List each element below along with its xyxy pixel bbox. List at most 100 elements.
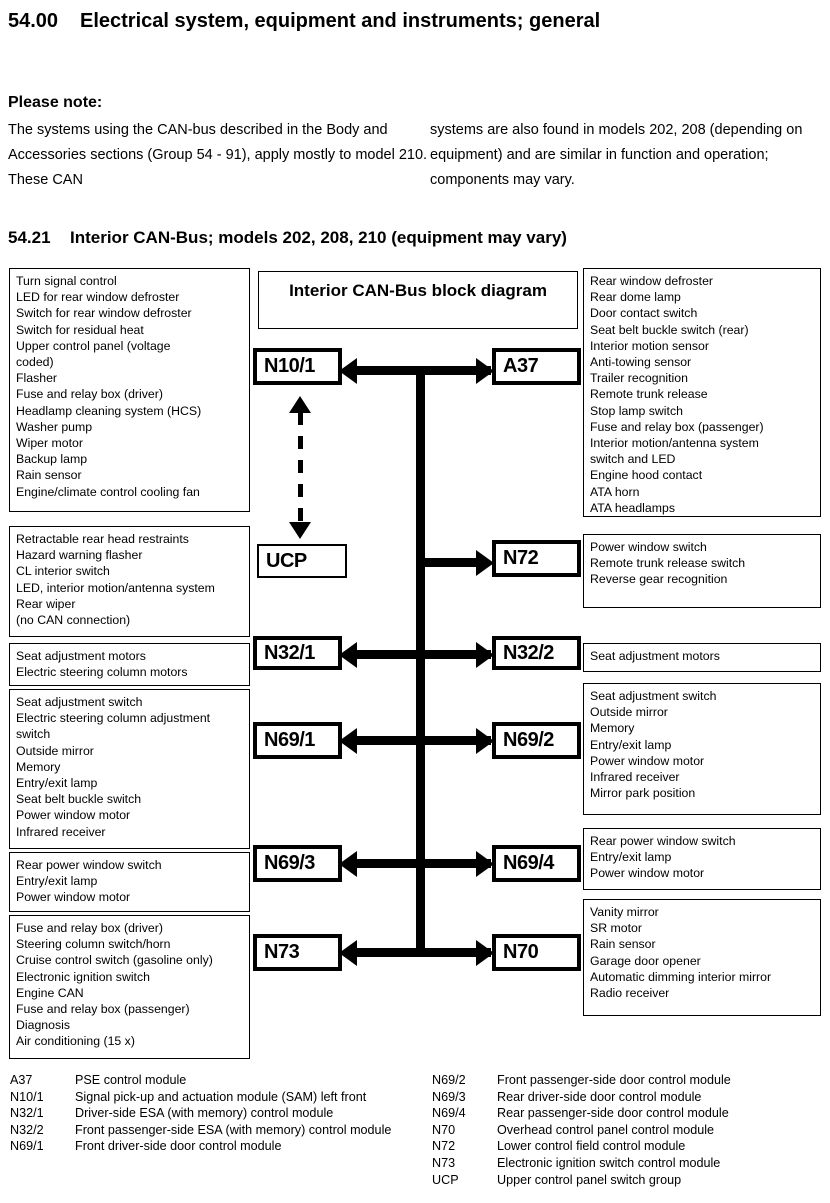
list-item: Switch for rear window defroster [16, 306, 192, 321]
bus-branch-row2 [420, 558, 476, 567]
list-item: Stop lamp switch [590, 403, 683, 418]
list-item: Cruise control switch (gasoline only) [16, 953, 213, 968]
list-item: Interior motion sensor [590, 338, 709, 353]
legend-key: N69/1 [10, 1139, 44, 1154]
node-n10-1[interactable]: N10/1 [253, 348, 342, 385]
arrow-to-n32-1 [339, 641, 357, 668]
legend-value: PSE control module [75, 1073, 187, 1087]
legend-value: Signal pick-up and actuation module (SAM… [75, 1089, 367, 1104]
section-number: 54.00 [8, 10, 59, 32]
legend-key: N32/1 [10, 1106, 44, 1121]
node-n32-1[interactable]: N32/1 [253, 636, 342, 670]
legend-row: N32/1 Driver-side ESA (with memory) cont… [10, 1105, 420, 1122]
right-box-n69-4: Rear power window switch Entry/exit lamp… [583, 828, 821, 890]
legend-key: N32/2 [10, 1122, 44, 1137]
list-item: Diagnosis [16, 1018, 70, 1033]
list-item: Remote trunk release switch [590, 556, 746, 571]
legend-row: N69/2 Front passenger-side door control … [432, 1072, 830, 1089]
list-item: SR motor [590, 921, 642, 936]
legend-row: N72 Lower control field control module [432, 1138, 830, 1155]
list-item: Rear power window switch [16, 858, 162, 872]
node-n72[interactable]: N72 [492, 540, 581, 577]
list-item: Switch for residual heat [16, 322, 144, 337]
list-item: CL interior switch [16, 564, 110, 579]
arrow-dashed-down-to-ucp [289, 522, 311, 539]
can-bus-block-diagram: Interior CAN-Bus block diagram Turn sign… [0, 262, 830, 1072]
list-item: Seat belt buckle switch [16, 792, 142, 807]
note-paragraph-right: systems are also found in models 202, 20… [430, 122, 803, 188]
list-item: Entry/exit lamp [590, 850, 672, 865]
legend-row: N70 Overhead control panel control modul… [432, 1122, 830, 1139]
legend-value: Rear driver-side door control module [497, 1089, 702, 1104]
subsection-number: 54.21 [8, 228, 51, 247]
left-box-n10-1: Turn signal control LED for rear window … [9, 268, 250, 512]
list-item: Radio receiver [590, 986, 670, 1001]
list-item: Retractable rear head restraints [16, 532, 189, 546]
list-item: Rear window defroster [590, 274, 714, 288]
legend-row: N69/4 Rear passenger-side door control m… [432, 1105, 830, 1122]
list-item: Seat belt buckle switch (rear) [590, 322, 749, 337]
node-n69-4[interactable]: N69/4 [492, 845, 581, 882]
legend-value: Rear passenger-side door control module [497, 1106, 729, 1121]
list-item: Memory [16, 759, 61, 774]
legend-value: Front passenger-side door control module [497, 1073, 731, 1087]
bus-branch-row1 [355, 366, 491, 375]
node-ucp[interactable]: UCP [257, 544, 347, 578]
can-bus-trunk [416, 370, 425, 952]
right-box-n32-2: Seat adjustment motors [583, 643, 821, 672]
list-item: Mirror park position [590, 786, 696, 801]
legend-key: N10/1 [10, 1089, 44, 1104]
list-item: Power window motor [590, 866, 705, 881]
legend-key: N73 [432, 1155, 456, 1170]
left-box-n69-3: Rear power window switch Entry/exit lamp… [9, 852, 250, 912]
arrow-to-n70 [476, 939, 494, 966]
list-item: Outside mirror [16, 743, 94, 758]
list-item: Engine hood contact [590, 468, 703, 483]
legend-value: Driver-side ESA (with memory) control mo… [75, 1106, 334, 1121]
list-item: switch and LED [590, 452, 676, 467]
node-n69-2[interactable]: N69/2 [492, 722, 581, 759]
node-n70[interactable]: N70 [492, 934, 581, 971]
list-item: Power window motor [16, 890, 131, 905]
list-item: LED for rear window defroster [16, 290, 180, 305]
legend-row: N10/1 Signal pick-up and actuation modul… [10, 1089, 420, 1106]
list-item: Trailer recognition [590, 371, 688, 386]
node-n32-2[interactable]: N32/2 [492, 636, 581, 670]
list-item: Fuse and relay box (passenger) [16, 1002, 190, 1017]
list-item: Memory [590, 721, 635, 736]
legend-column-left: A37 PSE control module N10/1 Signal pick… [10, 1072, 420, 1155]
arrow-to-n10-1 [339, 357, 357, 384]
list-item: Reverse gear recognition [590, 572, 728, 587]
legend-value: Overhead control panel control module [497, 1122, 715, 1137]
list-item: Upper control panel (voltage [16, 338, 171, 353]
note-heading: Please note: [8, 94, 103, 111]
list-item: Rear power window switch [590, 834, 736, 848]
legend-key: N72 [432, 1139, 456, 1154]
list-item: ATA headlamps [590, 500, 675, 515]
legend-value: Electronic ignition switch control modul… [497, 1155, 721, 1170]
node-n69-3[interactable]: N69/3 [253, 845, 342, 882]
list-item: Remote trunk release [590, 387, 708, 402]
list-item: Electric steering column adjustment [16, 711, 211, 726]
legend-row: N32/2 Front passenger-side ESA (with mem… [10, 1122, 420, 1139]
node-a37[interactable]: A37 [492, 348, 581, 385]
arrow-to-n72 [476, 549, 494, 576]
bus-branch-row6 [355, 948, 491, 957]
list-item: Outside mirror [590, 705, 668, 720]
list-item: Backup lamp [16, 452, 88, 467]
legend-key: N69/2 [432, 1073, 466, 1087]
section-title: Electrical system, equipment and instrum… [80, 10, 601, 32]
arrow-dashed-up-to-n10-1 [289, 396, 311, 413]
node-n73[interactable]: N73 [253, 934, 342, 971]
legend-value: Front passenger-side ESA (with memory) c… [75, 1122, 392, 1137]
left-box-n69-1: Seat adjustment switch Electric steering… [9, 689, 250, 849]
list-item: Fuse and relay box (driver) [16, 387, 163, 402]
arrow-to-a37 [476, 357, 494, 384]
list-item: Rain sensor [590, 937, 656, 952]
dashed-link-n10-1-ucp [297, 412, 303, 522]
left-box-n32-1: Seat adjustment motors Electric steering… [9, 643, 250, 686]
node-n69-1[interactable]: N69/1 [253, 722, 342, 759]
list-item: Engine/climate control cooling fan [16, 484, 200, 499]
list-item: Infrared receiver [16, 824, 106, 839]
subsection-title-text: Interior CAN-Bus; models 202, 208, 210 (… [70, 228, 567, 247]
